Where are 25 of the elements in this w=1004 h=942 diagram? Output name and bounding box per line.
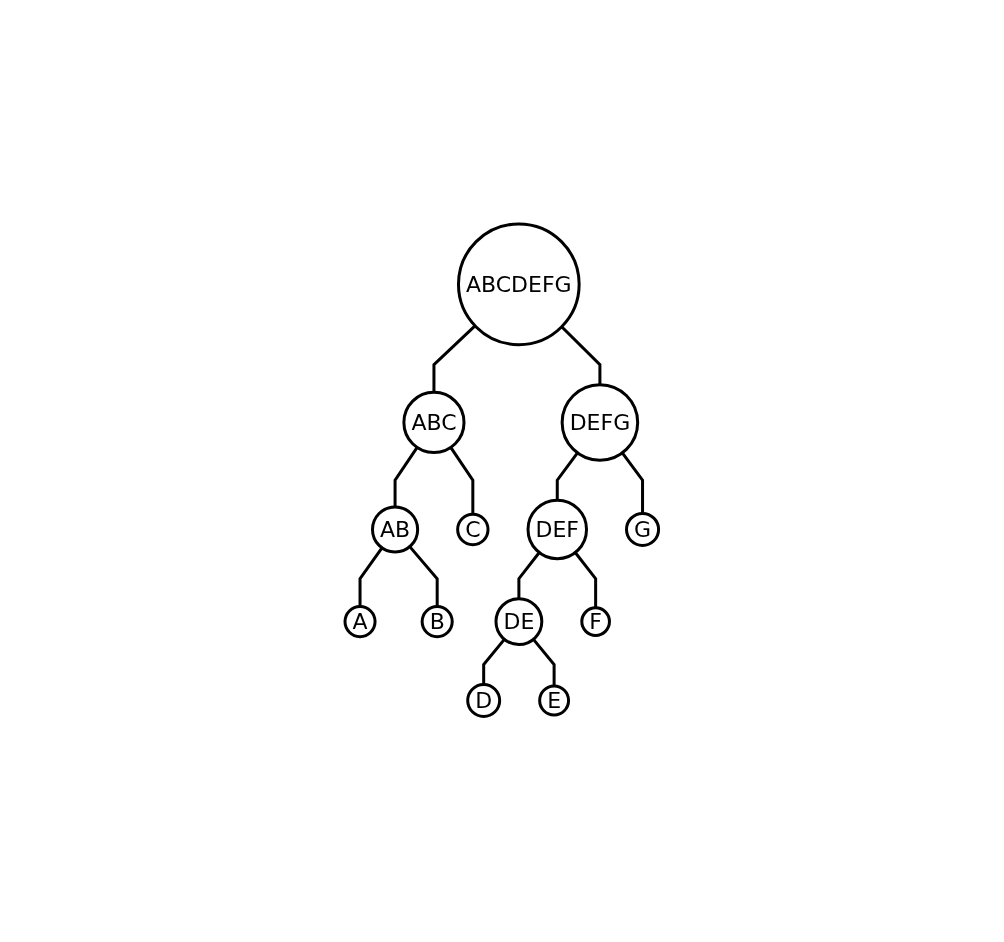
connector [574,552,598,609]
node-circle: F [580,606,612,638]
node-circle: ABCDEFG [457,223,581,347]
connector [517,552,541,600]
connector [621,452,645,514]
connector [408,546,439,608]
node-circle: E [538,685,571,717]
connector [449,447,475,515]
node-circle: B [420,605,454,639]
node-circle: ABC [402,391,466,455]
connector [482,638,506,686]
node-circle: DEFG [560,383,640,463]
connector [393,447,419,508]
connector [432,325,477,393]
node-circle: G [625,512,661,548]
node-circle: AB [371,505,420,554]
node-circle: DE [494,597,544,647]
node-circle: A [343,605,377,639]
node-circle: DEF [526,499,589,561]
connector [560,326,602,386]
connector [358,547,384,608]
connector [555,452,579,501]
node-circle: D [466,683,502,719]
node-circle: C [456,513,490,547]
connector [532,638,556,687]
